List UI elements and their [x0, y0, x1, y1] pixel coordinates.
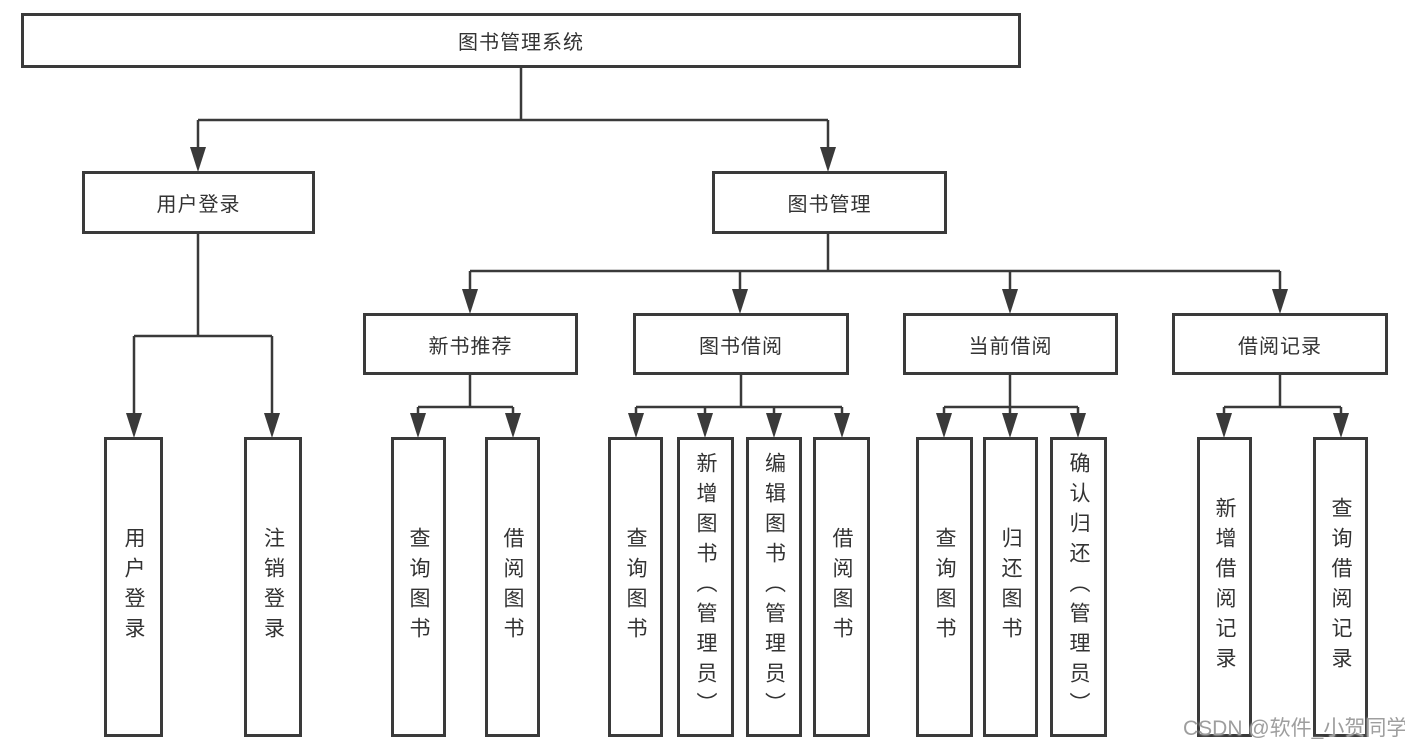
node-new-book-recommend-label: 新书推荐 [428, 335, 513, 358]
leaf-edit-book-admin: 编辑图书（管理员） [746, 437, 802, 737]
leaf-query-books-current: 查询图书 [916, 437, 973, 737]
arrowheads [126, 147, 1349, 438]
leaf-user-login: 用户登录 [104, 437, 163, 737]
leaf-query-borrow-record: 查询借阅记录 [1313, 437, 1368, 737]
leaf-borrow-books-recommend-label: 借阅图书 [501, 527, 524, 647]
leaf-logout: 注销登录 [244, 437, 302, 737]
node-book-borrowing: 图书借阅 [633, 313, 849, 375]
leaf-add-borrow-record-label: 新增借阅记录 [1213, 497, 1236, 677]
node-current-borrowing-label: 当前借阅 [968, 335, 1053, 358]
leaf-borrow-books-recommend: 借阅图书 [485, 437, 540, 737]
root-node-label: 图书管理系统 [458, 32, 584, 54]
node-user-login-label: 用户登录 [156, 194, 241, 216]
leaf-add-borrow-record: 新增借阅记录 [1197, 437, 1252, 737]
node-current-borrowing: 当前借阅 [903, 313, 1118, 375]
leaf-confirm-return-admin-label: 确认归还（管理员） [1067, 452, 1090, 722]
leaf-query-books-recommend: 查询图书 [391, 437, 446, 737]
node-book-borrowing-label: 图书借阅 [699, 335, 783, 358]
leaf-borrow-books-borrowing: 借阅图书 [813, 437, 870, 737]
root-node-library-system: 图书管理系统 [21, 13, 1021, 68]
leaf-return-books-label: 归还图书 [999, 527, 1022, 647]
node-book-management-label: 图书管理 [787, 194, 872, 216]
csdn-watermark: CSDN @软件_小贺同学 [1183, 717, 1405, 740]
node-borrowing-records-label: 借阅记录 [1238, 335, 1322, 358]
leaf-return-books: 归还图书 [983, 437, 1038, 737]
leaf-add-book-admin: 新增图书（管理员） [677, 437, 734, 737]
leaf-query-books-borrowing: 查询图书 [608, 437, 663, 737]
leaf-query-books-recommend-label: 查询图书 [407, 527, 430, 647]
node-new-book-recommend: 新书推荐 [363, 313, 578, 375]
leaf-borrow-books-borrowing-label: 借阅图书 [830, 527, 853, 647]
leaf-user-login-label: 用户登录 [122, 527, 145, 647]
node-book-management: 图书管理 [712, 171, 947, 234]
leaf-query-borrow-record-label: 查询借阅记录 [1329, 497, 1352, 677]
leaf-confirm-return-admin: 确认归还（管理员） [1050, 437, 1107, 737]
node-borrowing-records: 借阅记录 [1172, 313, 1388, 375]
leaf-query-books-current-label: 查询图书 [933, 527, 956, 647]
leaf-query-books-borrowing-label: 查询图书 [624, 527, 647, 647]
node-user-login: 用户登录 [82, 171, 315, 234]
leaf-logout-label: 注销登录 [261, 527, 285, 647]
leaf-edit-book-admin-label: 编辑图书（管理员） [762, 452, 786, 722]
leaf-add-book-admin-label: 新增图书（管理员） [694, 452, 717, 722]
